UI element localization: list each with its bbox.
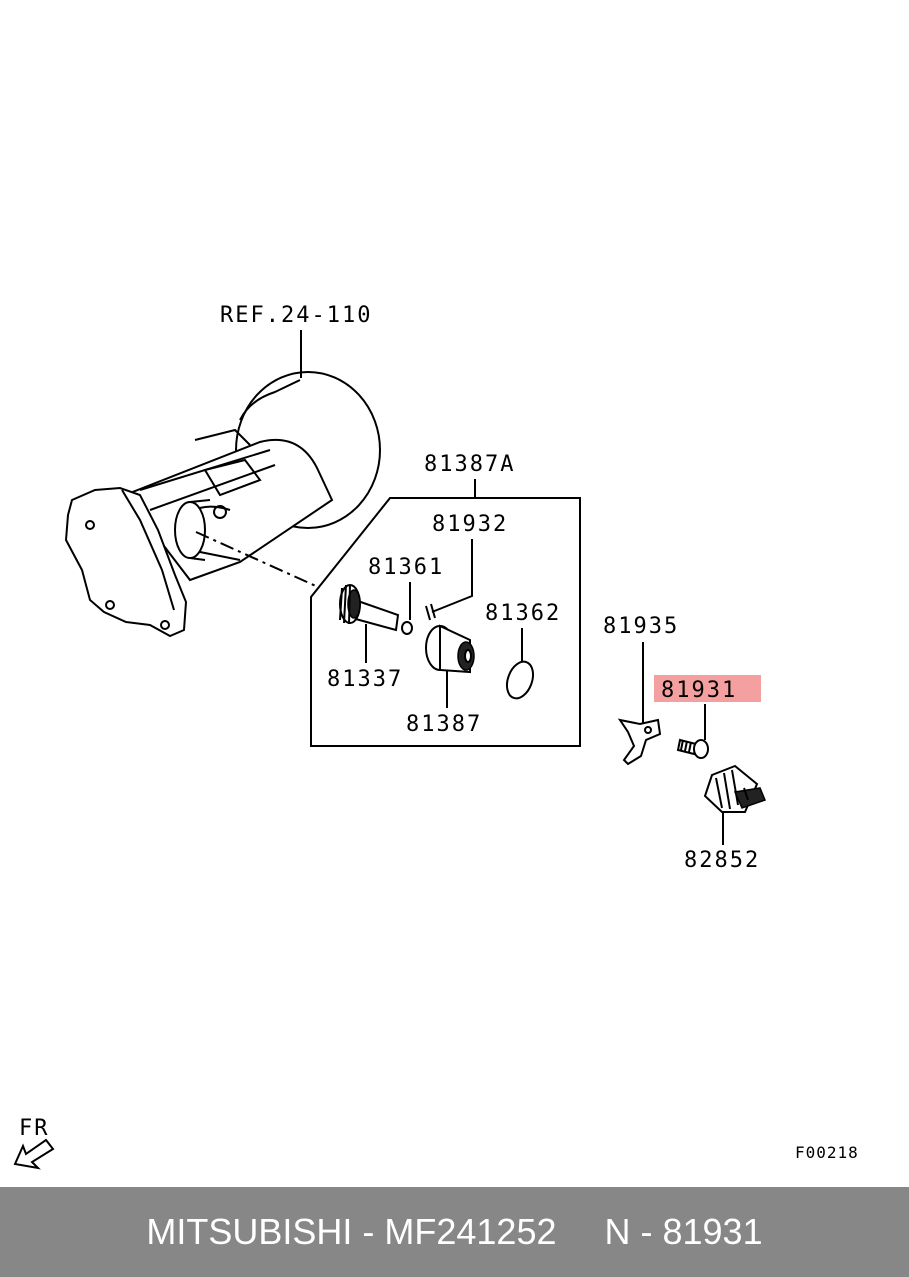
label-81362: 81362 — [485, 601, 561, 626]
o-ring-81361 — [401, 621, 413, 635]
parts-diagram: REF.24-110 81387A 81932 81361 81362 8133… — [13, 303, 859, 1170]
sleeve-81387 — [425, 624, 475, 674]
ref-label: REF.24-110 — [220, 303, 372, 328]
speed-sensor-82852 — [703, 764, 766, 813]
label-81387: 81387 — [406, 712, 482, 737]
leader-81932 — [431, 539, 473, 613]
label-81932: 81932 — [432, 512, 508, 537]
label-81337: 81337 — [327, 667, 403, 692]
label-81931: 81931 — [661, 678, 737, 703]
highlight-81931 — [654, 675, 761, 702]
transfer-case-drawing — [64, 371, 381, 638]
gear-81337 — [339, 584, 400, 632]
footer-ref-info: N - 81931 — [604, 1211, 763, 1252]
bolt-81931 — [676, 738, 709, 759]
label-81935: 81935 — [603, 614, 679, 639]
fr-arrow-icon — [13, 1138, 55, 1170]
assembly-box — [310, 497, 581, 747]
pin-81932 — [425, 603, 436, 621]
retainer-81935 — [617, 718, 662, 766]
label-81361: 81361 — [368, 555, 444, 580]
footer-part-info: MITSUBISHI - MF241252 — [146, 1211, 557, 1252]
label-82852: 82852 — [684, 848, 760, 873]
assembly-label: 81387A — [424, 452, 515, 477]
figure-code: F00218 — [795, 1143, 859, 1162]
o-ring-81362 — [505, 660, 535, 700]
footer-bar: MITSUBISHI - MF241252 N - 81931 — [0, 1187, 909, 1277]
fr-label: FR — [19, 1116, 50, 1141]
